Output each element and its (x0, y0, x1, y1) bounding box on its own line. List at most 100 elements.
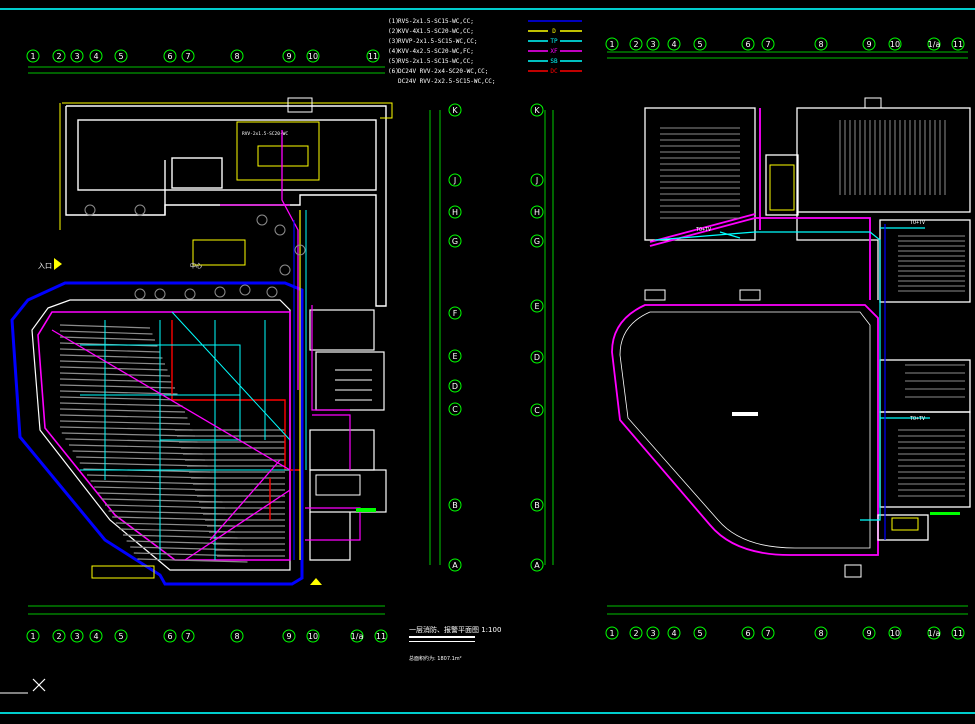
right-bottom-axis-9-label: 10 (890, 629, 900, 638)
seat-row (65, 438, 198, 443)
landscape-trees (84, 204, 306, 300)
right-bottom-axis-10: 1/a (927, 626, 941, 640)
right-bottom-axis-9: 10 (888, 626, 902, 640)
seat-row (59, 330, 153, 335)
ucs-cross-icon (32, 678, 46, 692)
left-top-axis-8: 9 (282, 49, 296, 63)
left-bottom-axis-5-label: 6 (167, 632, 172, 641)
right-bottom-axis-2: 3 (646, 626, 660, 640)
tree-icon (266, 286, 278, 298)
tree-icon (279, 264, 291, 276)
right-top-axis-11: 11 (951, 37, 965, 51)
left-right-axis-8-label: B (452, 501, 458, 510)
seat-row (59, 420, 191, 425)
seat-row (68, 444, 201, 449)
left-top-axis-3-label: 4 (93, 52, 98, 61)
restroom-fixtures (335, 369, 372, 401)
cable-legend: RVS-2x1.5-SC15-WC,CC;(1)KVV-4X1.5-SC20-W… (388, 18, 582, 85)
right-upper-rooms (644, 107, 971, 541)
seat-row (59, 378, 173, 383)
left-top-axis-4-label: 5 (118, 52, 123, 61)
legend-sym-5: DC (550, 68, 558, 75)
exit-arrow-icon (310, 578, 322, 585)
legend-item-2: RVVP-2x1.5-SC15-WC,CC; (398, 38, 477, 45)
left-top-axis-6: 7 (181, 49, 195, 63)
left-bottom-axis-7-label: 8 (234, 632, 239, 641)
seat-row (76, 456, 206, 461)
right-central-label-box (732, 412, 758, 416)
left-lobby-note (91, 565, 155, 579)
left-top-axis-7-label: 8 (234, 52, 239, 61)
legend-item-no-5: (6) (388, 68, 399, 75)
cyan-cabling (80, 311, 291, 560)
left-bottom-axis-10: 1/a (350, 629, 364, 643)
seat-row (59, 348, 161, 353)
legend-sym-bg-4 (548, 57, 560, 65)
right-left-axis-5: D (530, 350, 544, 364)
left-top-axis-0-label: 1 (30, 52, 35, 61)
right-stair-core (769, 164, 795, 211)
seat-row (79, 462, 208, 467)
left-bottom-axis-6-label: 7 (185, 632, 190, 641)
seat-row (59, 426, 193, 431)
seat-row (72, 450, 203, 455)
left-bottom-axis-10-label: 1/a (351, 632, 364, 641)
right-left-axis-4-label: E (534, 302, 539, 311)
seat-row (59, 384, 176, 389)
right-left-axis-0: K (530, 103, 544, 117)
right-bottom-axis-3: 4 (667, 626, 681, 640)
right-bottom-axis-6-label: 7 (765, 629, 770, 638)
legend-sym-1: D (552, 28, 556, 35)
left-top-axis-5: 6 (163, 49, 177, 63)
seat-row (59, 360, 166, 365)
seat-row (59, 366, 168, 371)
left-top-axis-1: 2 (52, 49, 66, 63)
right-bottom-axis-1-label: 2 (633, 629, 638, 638)
right-bottom-axis-1: 2 (629, 626, 643, 640)
seat-row (59, 402, 183, 407)
right-top-axis-10: 1/a (927, 37, 941, 51)
legend-sym-bg-2 (548, 37, 560, 45)
right-left-axis-8-label: A (534, 561, 540, 570)
left-top-axis-7: 8 (230, 49, 244, 63)
right-top-axis-7: 8 (814, 37, 828, 51)
right-left-axis-1: J (530, 173, 544, 187)
right-top-axis-4: 5 (693, 37, 707, 51)
left-plan-title: 一层消防、报警平面图 1:100 (409, 625, 501, 634)
right-top-axis-8-label: 9 (866, 40, 871, 49)
drawing-frame-top (0, 8, 975, 10)
left-bottom-axis-0-label: 1 (30, 632, 35, 641)
left-right-rooms (309, 309, 387, 561)
right-bottom-axis-4: 5 (693, 626, 707, 640)
seat-row (59, 414, 188, 419)
legend-sym-4: SB (550, 58, 558, 65)
left-control-panel (257, 145, 309, 167)
left-center-note: 中心 (190, 262, 202, 270)
legend-item-no-4: (5) (388, 58, 399, 65)
right-bottom-axis-7-label: 8 (818, 629, 823, 638)
right-left-axis-7-label: B (534, 501, 540, 510)
left-top-axis-5-label: 6 (167, 52, 172, 61)
seat-row (59, 372, 171, 377)
right-left-axis-3: G (530, 234, 544, 248)
right-top-axis-9-label: 10 (890, 40, 900, 49)
left-bottom-axis-4-label: 5 (118, 632, 123, 641)
left-top-axis-2: 3 (70, 49, 84, 63)
left-right-axis-4: F (448, 306, 462, 320)
left-top-axis-9: 10 (306, 49, 320, 63)
left-bottom-axis-9: 10 (306, 629, 320, 643)
right-left-axis-2-label: H (534, 208, 540, 217)
right-top-axis-0: 1 (605, 37, 619, 51)
legend-item-1: KVV-4X1.5-SC20-WC,CC; (398, 28, 474, 35)
left-right-dimension-lines (429, 110, 441, 565)
left-bottom-axis-11: 11 (374, 629, 388, 643)
left-bottom-axis-11-label: 11 (376, 632, 386, 641)
tree-icon (239, 284, 251, 296)
left-bottom-axis-8: 9 (282, 629, 296, 643)
right-building-magenta-outline (611, 304, 879, 556)
left-bottom-axis-4: 5 (114, 629, 128, 643)
legend-sym-bg-1 (548, 27, 560, 35)
